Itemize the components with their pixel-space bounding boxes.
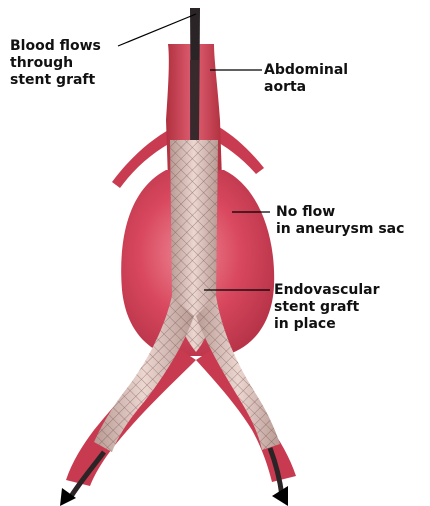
abdominal-aorta-label: Abdominal aorta bbox=[264, 62, 348, 96]
right-iliac-artery bbox=[196, 340, 296, 482]
no-flow-label: No flow in aneurysm sac bbox=[276, 204, 404, 238]
blood-flows-leader bbox=[118, 14, 196, 46]
stent-graft-label: Endovascular stent graft in place bbox=[274, 282, 380, 333]
blood-flows-label: Blood flows through stent graft bbox=[10, 38, 101, 89]
delivery-catheter-shaft bbox=[190, 60, 199, 140]
